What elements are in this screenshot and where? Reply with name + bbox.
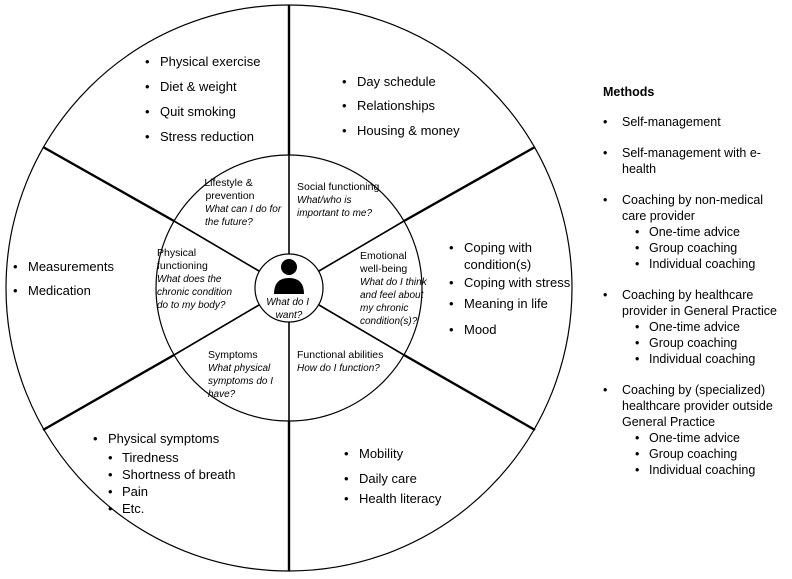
method-label: Coaching by non-medical care provider (622, 193, 764, 223)
list-item: Coping with stress (464, 275, 571, 290)
method-sub-item: Individual coaching (622, 351, 788, 367)
method-sub-list: One-time adviceGroup coachingIndividual … (622, 430, 788, 478)
list-item: Quit smoking (160, 104, 236, 119)
list-item: • (449, 240, 454, 255)
method-item: Coaching by healthcare provider in Gener… (603, 287, 788, 367)
list-item: Medication (28, 283, 91, 298)
method-label: Coaching by healthcare provider in Gener… (622, 288, 777, 318)
method-sub-item: One-time advice (622, 430, 788, 446)
wellbeing-wheel-diagram: What do I want? Lifestyle & prevention W… (5, 4, 573, 572)
lifestyle-items: • Physical exercise • Diet & weight • Qu… (145, 54, 260, 144)
person-icon (274, 259, 304, 294)
center-question: What do I want? (266, 297, 312, 321)
functional-question: How do I function? (297, 363, 380, 374)
list-item: Meaning in life (464, 296, 548, 311)
symptoms-question: What physical symptoms do I have? (208, 363, 276, 400)
list-item: • (449, 275, 454, 290)
method-sub-list: One-time adviceGroup coachingIndividual … (622, 319, 788, 367)
method-label: Coaching by (specialized) healthcare pro… (622, 383, 773, 429)
list-item: • (145, 104, 150, 119)
list-item: • (344, 491, 349, 506)
list-item: • (344, 471, 349, 486)
list-item: Physical exercise (160, 54, 260, 69)
method-label: Self-management (622, 115, 721, 129)
list-item: Daily care (359, 471, 417, 486)
lifestyle-question: What can I do for the future? (205, 204, 284, 228)
physical-items: • Measurements • Medication (13, 259, 114, 298)
list-item: Mobility (359, 446, 404, 461)
symptoms-items: • Physical symptoms • Tiredness • Shortn… (93, 431, 235, 516)
list-item: • (342, 74, 347, 89)
list-item: • (145, 129, 150, 144)
sub-list-item: Etc. (122, 501, 144, 516)
list-item: Physical symptoms (108, 431, 220, 446)
list-item: • (342, 98, 347, 113)
list-item: • (93, 431, 98, 446)
symptoms-title: Symptoms (208, 349, 258, 361)
method-sub-item: Group coaching (622, 335, 788, 351)
method-sub-item: Group coaching (622, 240, 788, 256)
sub-list-item: Tiredness (122, 450, 179, 465)
list-item: Diet & weight (160, 79, 237, 94)
method-sub-item: Individual coaching (622, 256, 788, 272)
list-item: • (145, 54, 150, 69)
list-item: Coping with condition(s) (464, 240, 536, 272)
functional-items: • Mobility • Daily care • Health literac… (344, 446, 442, 506)
list-item: Housing & money (357, 123, 460, 138)
method-item: Coaching by (specialized) healthcare pro… (603, 382, 788, 478)
method-sub-item: One-time advice (622, 224, 788, 240)
list-item: • (449, 322, 454, 337)
lifestyle-title: Lifestyle & prevention (204, 177, 255, 202)
emotional-title: Emotional well-being (359, 250, 410, 275)
social-title: Social functioning (297, 181, 379, 193)
method-sub-list: One-time adviceGroup coachingIndividual … (622, 224, 788, 272)
method-item: Self-management (603, 114, 788, 130)
list-item: Stress reduction (160, 129, 254, 144)
emotional-items: • Coping with condition(s) • Coping with… (449, 240, 571, 337)
method-sub-item: One-time advice (622, 319, 788, 335)
methods-heading: Methods (603, 85, 655, 99)
physical-title: Physical functioning (157, 247, 208, 272)
list-item: Measurements (28, 259, 114, 274)
physical-question: What does the chronic condition do to my… (157, 274, 235, 311)
sub-list-item: • (108, 467, 113, 482)
list-item: Relationships (357, 98, 436, 113)
method-sub-item: Individual coaching (622, 462, 788, 478)
social-items: • Day schedule • Relationships • Housing… (342, 74, 460, 138)
inner-spokes (173, 155, 405, 421)
methods-panel: Methods Self-managementSelf-management w… (603, 84, 788, 493)
sub-list-item: Shortness of breath (122, 467, 235, 482)
sub-list-item: Pain (122, 484, 148, 499)
sub-list-item: • (108, 450, 113, 465)
method-item: Coaching by non-medical care providerOne… (603, 192, 788, 272)
list-item: • (13, 283, 18, 298)
list-item: • (13, 259, 18, 274)
list-item: Health literacy (359, 491, 442, 506)
list-item: Day schedule (357, 74, 436, 89)
social-question: What/who is important to me? (297, 195, 372, 219)
functional-title: Functional abilities (297, 349, 383, 361)
list-item: • (145, 79, 150, 94)
method-sub-item: Group coaching (622, 446, 788, 462)
outer-spokes (42, 5, 536, 571)
sub-list-item: • (108, 501, 113, 516)
list-item: Mood (464, 322, 497, 337)
sub-list-item: • (108, 484, 113, 499)
list-item: • (449, 296, 454, 311)
methods-list: Self-managementSelf-management with e-he… (603, 114, 788, 478)
list-item: • (342, 123, 347, 138)
list-item: • (344, 446, 349, 461)
method-item: Self-management with e-health (603, 145, 788, 177)
method-label: Self-management with e-health (622, 146, 761, 176)
emotional-question: What do I think and feel about my chroni… (360, 277, 429, 327)
